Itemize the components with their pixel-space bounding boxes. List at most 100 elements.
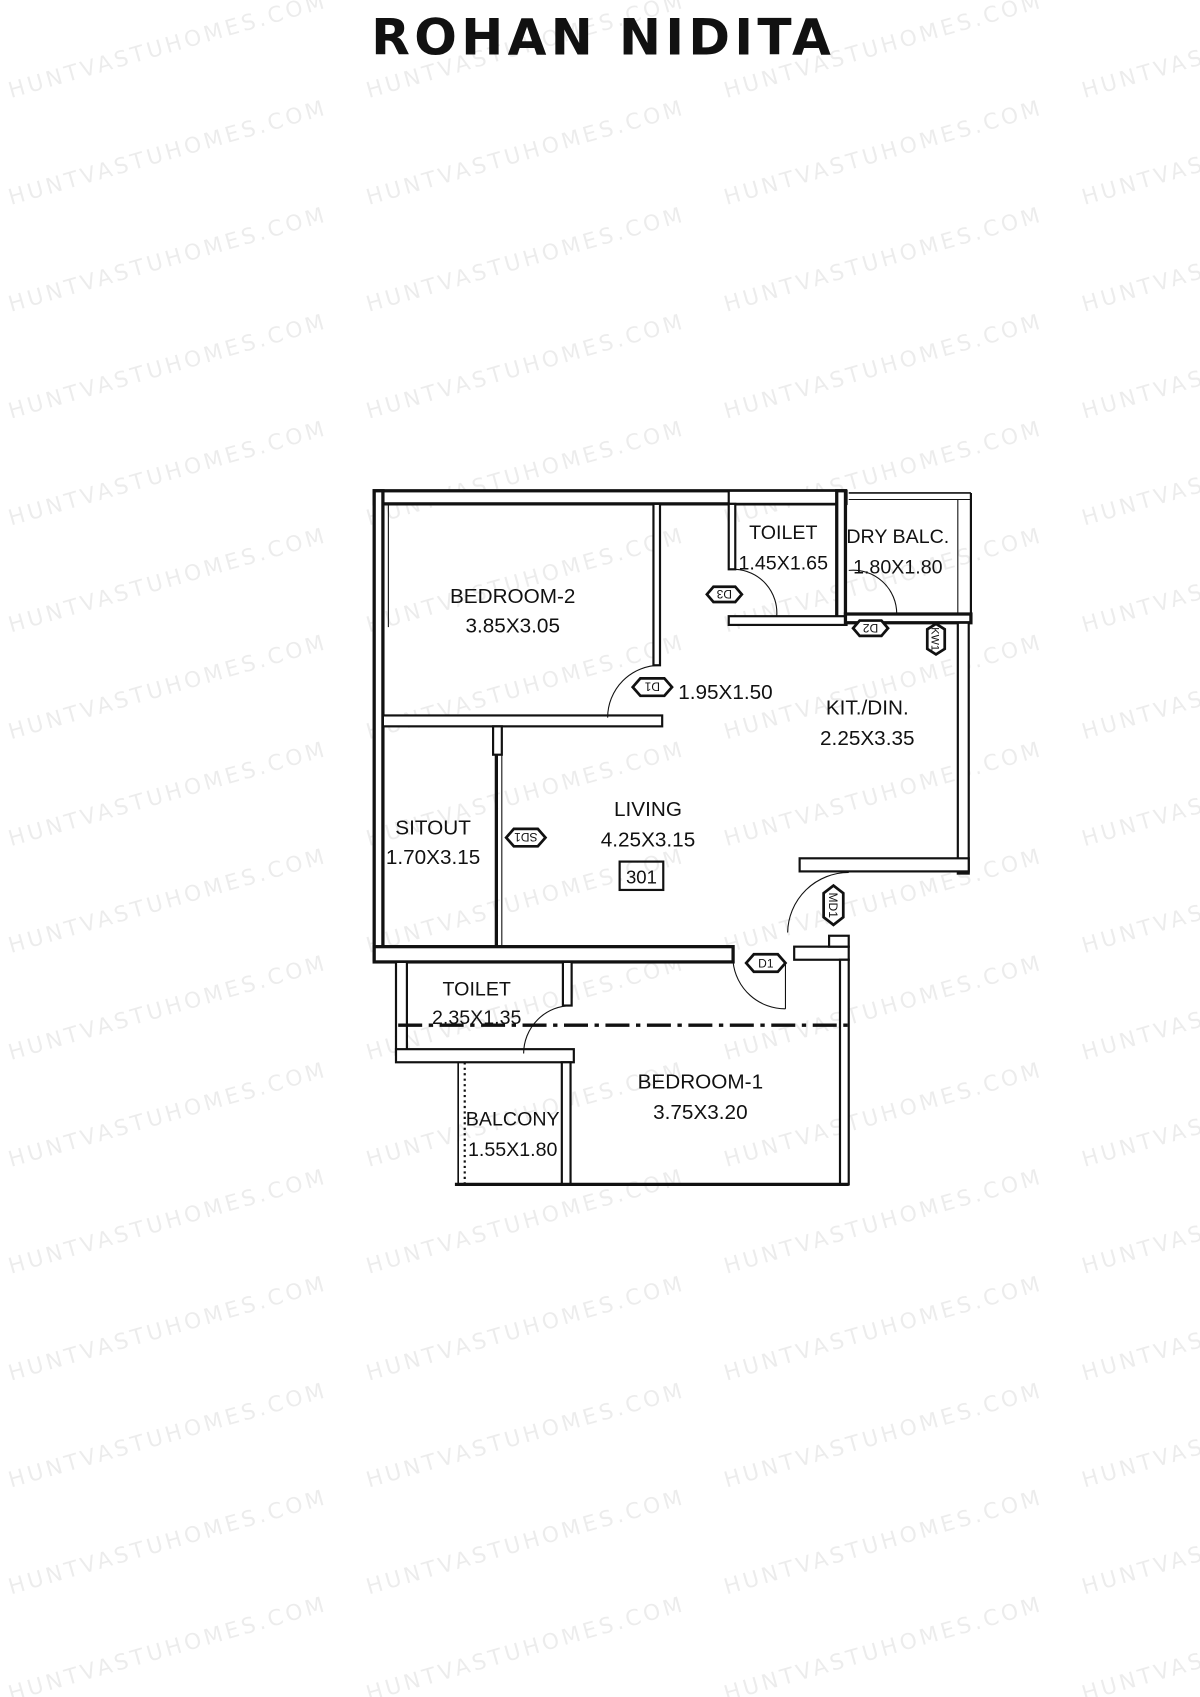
wall [560,1061,572,1186]
watermark-text: HUNTVASTUHOMES.COM [6,1485,331,1600]
watermark-text: HUNTVASTUHOMES.COM [6,1058,331,1173]
room-size-living: 4.25X3.15 [601,828,695,851]
watermark-text: HUNTVASTUHOMES.COM [6,951,331,1066]
watermark-text: HUNTVASTUHOMES.COM [6,1165,331,1280]
room-name-living: LIVING [614,798,682,821]
door-swing [848,569,898,615]
watermark-text: HUNTVASTUHOMES.COM [1079,630,1200,745]
watermark-text: HUNTVASTUHOMES.COM [6,844,331,959]
watermark-text: HUNTVASTUHOMES.COM [721,1378,1046,1493]
door-tags: D3 D2 KW1 D1 SD1 MD1 D1 [504,585,947,974]
svg-text:D3: D3 [716,587,732,601]
door-tag-d3: D3 [705,585,744,604]
room-size-kitchen-dining: 2.25X3.35 [820,727,914,750]
room-name-kitchen-dining: KIT./DIN. [826,696,909,719]
watermark-text: HUNTVASTUHOMES.COM [721,1271,1046,1386]
watermark-text: HUNTVASTUHOMES.COM [363,416,688,531]
watermark-text: HUNTVASTUHOMES.COM [6,630,331,745]
watermark-text: HUNTVASTUHOMES.COM [363,1271,688,1386]
door-tag-d1: D1 [630,677,674,698]
room-size-toilet-2: 2.35X1.35 [432,1007,522,1029]
room-size-dry-balcony: 1.80X1.80 [853,557,943,579]
watermark-text: HUNTVASTUHOMES.COM [363,1378,688,1493]
watermark-text: HUNTVASTUHOMES.COM [1079,1058,1200,1173]
watermark-text: HUNTVASTUHOMES.COM [6,96,331,211]
wall [394,960,408,1056]
watermark-text: HUNTVASTUHOMES.COM [363,96,688,211]
floor-plan [372,489,973,1187]
room-size-sitout: 1.70X3.15 [386,846,480,869]
door-tag-d1-bedroom1: D1 [744,952,788,974]
watermark-text: HUNTVASTUHOMES.COM [1079,309,1200,424]
svg-text:MD1: MD1 [826,893,840,919]
door-tag-md1: MD1 [822,883,845,927]
door-swing [607,664,661,718]
watermark-text: HUNTVASTUHOMES.COM [6,737,331,852]
watermark-text: HUNTVASTUHOMES.COM [1079,1271,1200,1386]
unit-number: 301 [626,866,657,887]
door-swing [735,568,778,617]
watermark-text: HUNTVASTUHOMES.COM [1079,203,1200,318]
watermark-text: HUNTVASTUHOMES.COM [6,203,331,318]
watermark-text: HUNTVASTUHOMES.COM [363,1485,688,1600]
wall [394,1048,575,1064]
door-swing [523,1005,572,1054]
watermark-text: HUNTVASTUHOMES.COM [363,1592,688,1697]
watermark-text: HUNTVASTUHOMES.COM [6,309,331,424]
watermark-text: HUNTVASTUHOMES.COM [1079,0,1200,104]
wall [843,612,973,625]
watermark-text: HUNTVASTUHOMES.COM [363,1165,688,1280]
page-title: ROHAN NIDITA [371,8,835,67]
wall [727,502,737,571]
wall [727,489,848,505]
room-size-balcony: 1.55X1.80 [468,1139,558,1161]
door-tag-kw1: KW1 [925,622,947,656]
watermark-text: HUNTVASTUHOMES.COM [1079,951,1200,1066]
room-name-balcony: BALCONY [466,1109,560,1131]
watermark-text: HUNTVASTUHOMES.COM [6,416,331,531]
wall [372,489,385,962]
wall [727,615,848,627]
watermark-text: HUNTVASTUHOMES.COM [1079,1592,1200,1697]
watermark-text: HUNTVASTUHOMES.COM [1079,416,1200,531]
watermark-text: HUNTVASTUHOMES.COM [1079,737,1200,852]
room-size-bedroom-2: 3.85X3.05 [465,615,559,638]
watermark-text: HUNTVASTUHOMES.COM [6,1592,331,1697]
svg-text:D1: D1 [644,680,660,694]
watermark-text: HUNTVASTUHOMES.COM [1079,1485,1200,1600]
watermark-text: HUNTVASTUHOMES.COM [6,1378,331,1493]
watermark-text: HUNTVASTUHOMES.COM [363,309,688,424]
room-name-toilet-1: TOILET [749,522,817,544]
wall [492,725,503,756]
door-swing [787,871,849,933]
watermark-text: HUNTVASTUHOMES.COM [1079,1165,1200,1280]
watermark-text: HUNTVASTUHOMES.COM [1079,844,1200,959]
watermark-text: HUNTVASTUHOMES.COM [721,1165,1046,1280]
wall [652,502,662,667]
watermark-text: HUNTVASTUHOMES.COM [1079,1378,1200,1493]
svg-text:SD1: SD1 [514,830,538,844]
wall [798,857,970,873]
door-tag-sd1: SD1 [504,827,548,848]
watermark-text: HUNTVASTUHOMES.COM [6,523,331,638]
wall [828,934,850,948]
wall [793,945,850,961]
door-tag-d2: D2 [851,619,890,638]
room-name-bedroom-2: BEDROOM-2 [450,585,576,608]
door-swing [732,961,786,1010]
wall [835,489,848,624]
room-labels: BEDROOM-2 3.85X3.05 TOILET 1.45X1.65 DRY… [386,522,949,1161]
svg-text:KW1: KW1 [929,627,941,651]
watermark-text: HUNTVASTUHOMES.COM [1079,96,1200,211]
watermark-text: HUNTVASTUHOMES.COM [6,0,331,104]
watermark-text: HUNTVASTUHOMES.COM [721,1485,1046,1600]
wall [561,960,573,1007]
watermark-text: HUNTVASTUHOMES.COM [721,1058,1046,1173]
room-name-dry-balcony: DRY BALC. [846,526,949,548]
watermark-text: HUNTVASTUHOMES.COM [1079,523,1200,638]
watermark-text: HUNTVASTUHOMES.COM [721,203,1046,318]
room-size-passage: 1.95X1.50 [678,681,772,704]
watermark-text: HUNTVASTUHOMES.COM [6,1271,331,1386]
unit-number-box [618,860,665,892]
